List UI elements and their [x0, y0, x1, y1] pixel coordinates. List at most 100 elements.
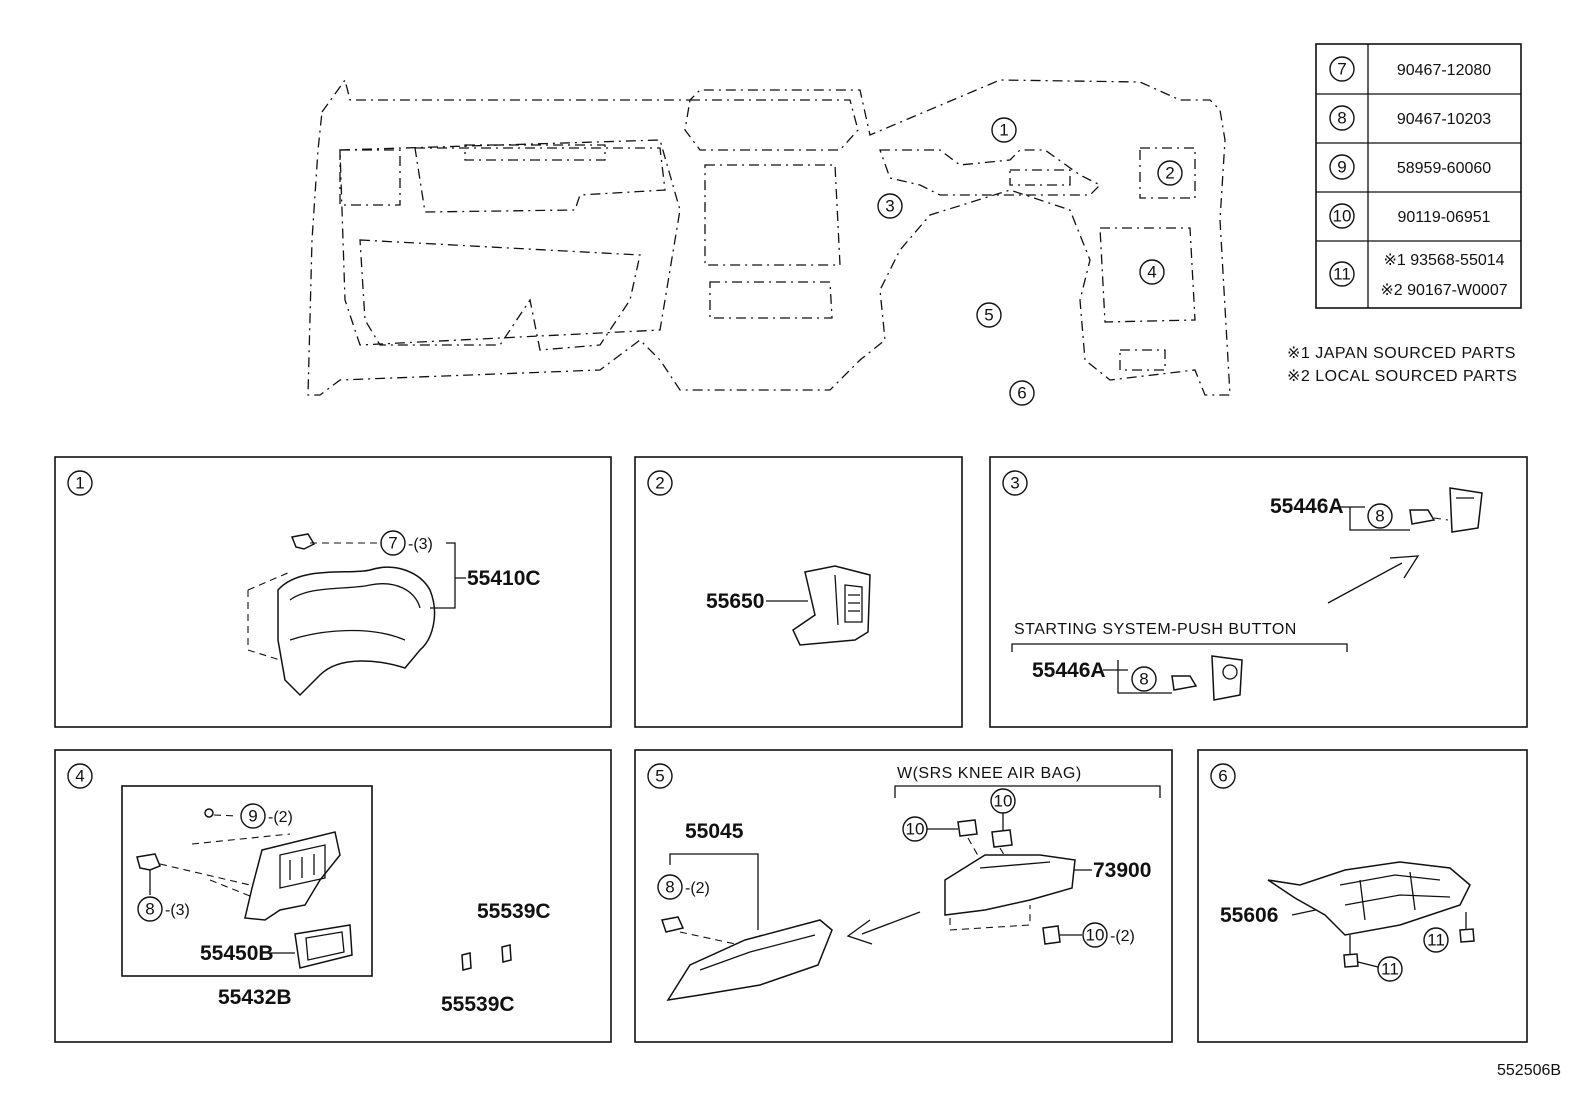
svg-text:10: 10 — [994, 792, 1013, 811]
panel-2: 2 55650 — [634, 456, 963, 728]
svg-text:8: 8 — [145, 900, 154, 919]
knee-airbag-part — [944, 854, 1076, 916]
small-clip-part-a — [501, 944, 512, 963]
svg-text:2: 2 — [1165, 164, 1174, 183]
svg-text:10: 10 — [1333, 207, 1352, 226]
side-register-part — [792, 565, 871, 646]
svg-text:11: 11 — [1333, 265, 1351, 284]
table-row-7: 7 90467-12080 — [1329, 56, 1491, 82]
svg-text:3: 3 — [885, 197, 894, 216]
svg-text:3: 3 — [1010, 474, 1019, 493]
svg-text:10: 10 — [906, 820, 925, 839]
svg-text:90467-10203: 90467-10203 — [1397, 111, 1491, 128]
panel-6: 6 55606 11 11 — [1197, 749, 1528, 1043]
lower-panel-part — [244, 831, 341, 921]
svg-text:8: 8 — [1375, 507, 1384, 526]
arrow-icon — [846, 911, 921, 945]
svg-text:90119-06951: 90119-06951 — [1397, 209, 1490, 226]
callout-4: 4 — [1139, 259, 1165, 285]
diagram-code: 552506B — [1497, 1062, 1561, 1079]
svg-text:※2 LOCAL SOURCED PARTS: ※2 LOCAL SOURCED PARTS — [1287, 368, 1517, 385]
svg-text:55446A: 55446A — [1032, 659, 1106, 682]
svg-text:W(SRS KNEE AIR BAG): W(SRS KNEE AIR BAG) — [897, 765, 1082, 782]
coin-box-part — [294, 924, 353, 969]
svg-text:11: 11 — [1381, 960, 1399, 979]
arrow-icon — [1327, 555, 1420, 604]
panel-4: 4 9 -(2) 8-(3) 55450B 55432B 55539C 55539… — [54, 749, 612, 1043]
svg-text:55432B: 55432B — [218, 986, 292, 1009]
svg-text:-(2): -(2) — [268, 809, 293, 826]
under-cover-part — [1267, 861, 1471, 936]
meter-hood-part — [247, 566, 436, 697]
ref-10-callout-a: 10 — [902, 816, 928, 842]
svg-text:2: 2 — [655, 474, 664, 493]
panel-3: 3 55446A 8 STARTING SYSTEM-PUSH BUTTON 5… — [989, 456, 1528, 728]
svg-text:55606: 55606 — [1220, 904, 1278, 927]
svg-text:※1 JAPAN SOURCED PARTS: ※1 JAPAN SOURCED PARTS — [1287, 345, 1516, 362]
callout-5: 5 — [976, 302, 1002, 328]
svg-text:1: 1 — [999, 121, 1008, 140]
svg-text:55650: 55650 — [706, 590, 764, 613]
callout-3: 3 — [877, 193, 903, 219]
svg-text:73900: 73900 — [1093, 859, 1151, 882]
ref-7-callout: 7 -(3) — [380, 530, 433, 556]
panel-5: 5 W(SRS KNEE AIR BAG) 55045 8-(2) 10 10 … — [634, 749, 1173, 1043]
ref-11-callout-b: 11 — [1423, 927, 1449, 953]
svg-text:7: 7 — [1337, 60, 1346, 79]
overview-callouts: 1 2 3 4 5 6 — [877, 117, 1183, 406]
ref-8-callout: 8-(3) — [137, 896, 190, 922]
table-row-9: 9 58959-60060 — [1329, 154, 1491, 180]
svg-text:55539C: 55539C — [441, 993, 515, 1016]
svg-text:STARTING SYSTEM-PUSH BUTTON: STARTING SYSTEM-PUSH BUTTON — [1014, 621, 1297, 638]
svg-text:-(2): -(2) — [1110, 928, 1135, 945]
screw-icon — [1459, 928, 1475, 943]
svg-text:4: 4 — [1147, 263, 1156, 282]
svg-text:8: 8 — [1337, 109, 1346, 128]
svg-text:8: 8 — [1139, 670, 1148, 689]
svg-text:4: 4 — [75, 767, 84, 786]
table-row-10: 10 90119-06951 — [1329, 203, 1491, 229]
bolt-icon — [957, 819, 978, 837]
switch-bezel-part-a — [1449, 487, 1483, 533]
ref-10-callout-b: 10 — [990, 788, 1016, 814]
parts-table: 7 90467-12080 8 90467-10203 9 58959-60060 1… — [1315, 43, 1522, 309]
svg-text:55539C: 55539C — [477, 900, 551, 923]
svg-text:7: 7 — [388, 534, 397, 553]
svg-text:6: 6 — [1017, 384, 1026, 403]
source-notes: ※1 JAPAN SOURCED PARTS ※2 LOCAL SOURCED … — [1287, 345, 1517, 385]
callout-2: 2 — [1157, 160, 1183, 186]
bolt-icon — [991, 829, 1013, 848]
svg-text:5: 5 — [984, 306, 993, 325]
svg-text:55450B: 55450B — [200, 942, 274, 965]
callout-6: 6 — [1009, 380, 1035, 406]
dashboard-overview — [307, 78, 1231, 396]
screw-icon — [1343, 953, 1359, 968]
bracket-clip-icon — [661, 916, 685, 933]
bracket-clip-icon — [1409, 509, 1436, 525]
svg-text:55045: 55045 — [685, 820, 744, 843]
svg-text:10: 10 — [1086, 926, 1105, 945]
svg-text:9: 9 — [248, 807, 257, 826]
switch-bezel-part-b — [1211, 655, 1243, 701]
callout-1: 1 — [991, 117, 1017, 143]
ref-8-callout-a: 8 — [1367, 503, 1393, 529]
screw-icon — [204, 808, 214, 818]
svg-text:1: 1 — [75, 474, 84, 493]
ref-8-callout: 8-(2) — [657, 874, 710, 900]
table-row-11: 11 ※1 93568-55014 ※2 90167-W0007 — [1329, 252, 1508, 299]
svg-text:9: 9 — [1337, 158, 1346, 177]
svg-text:-(3): -(3) — [408, 536, 433, 553]
svg-text:※1 93568-55014: ※1 93568-55014 — [1383, 252, 1504, 269]
svg-text:55446A: 55446A — [1270, 495, 1344, 518]
bracket-clip-icon — [136, 853, 161, 871]
svg-text:※2 90167-W0007: ※2 90167-W0007 — [1380, 282, 1507, 299]
ref-9-callout: 9 -(2) — [240, 803, 293, 829]
svg-text:90467-12080: 90467-12080 — [1397, 62, 1491, 79]
svg-text:-(2): -(2) — [685, 880, 710, 897]
small-clip-part-b — [461, 952, 472, 971]
svg-text:58959-60060: 58959-60060 — [1397, 160, 1491, 177]
svg-text:5: 5 — [655, 767, 664, 786]
svg-text:11: 11 — [1427, 931, 1445, 950]
ref-10-callout-c: 10 -(2) — [1082, 922, 1135, 948]
